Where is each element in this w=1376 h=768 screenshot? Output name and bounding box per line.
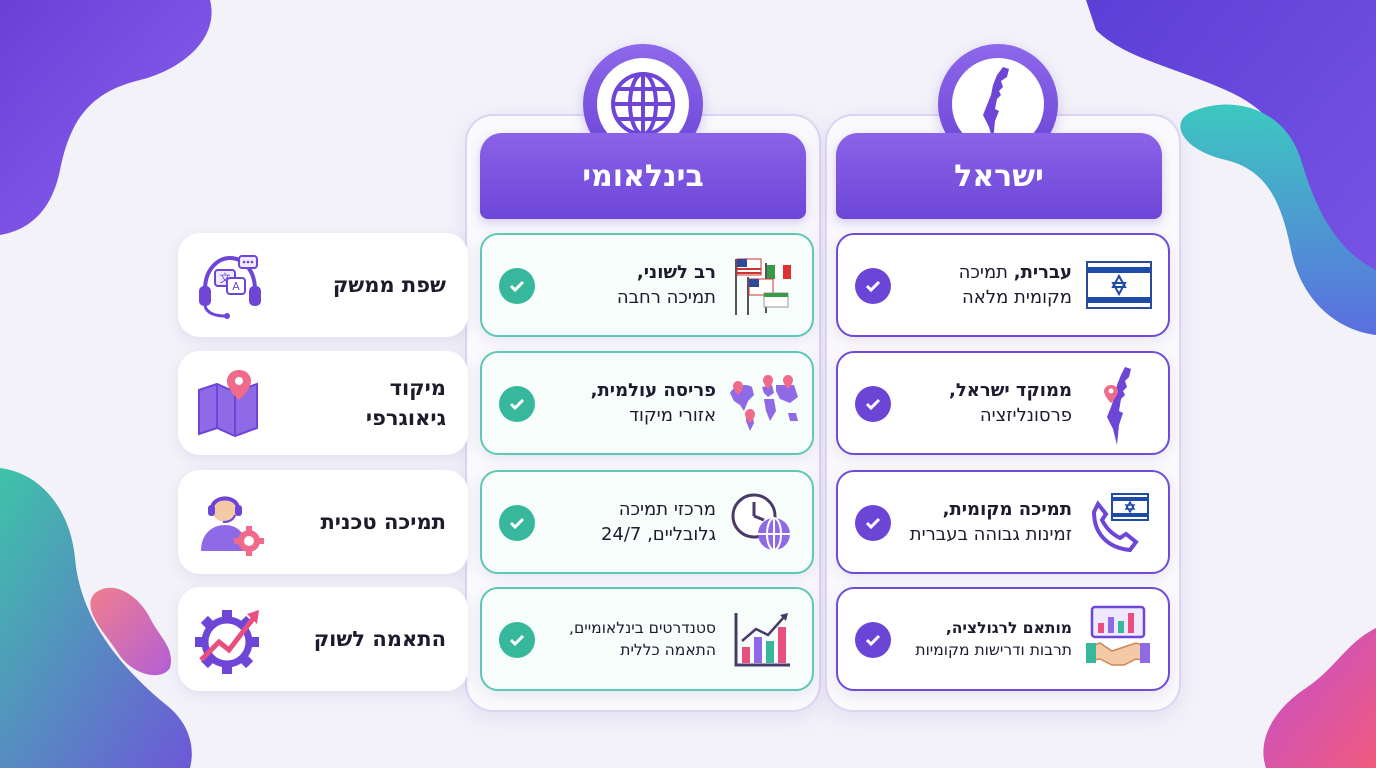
israel-card-hebrew: עברית, תמיכה מקומית מלאה <box>836 233 1170 337</box>
card-title: מותאם לרגולציה, <box>945 619 1072 637</box>
check-icon <box>499 505 535 541</box>
row-label-interface-language: שפת ממשק 文 A <box>178 233 468 337</box>
background-blob-bottom-left <box>0 468 192 768</box>
israel-card-local-support: תמיכה מקומית, זמינות גבוהה בעברית <box>836 470 1170 574</box>
israel-title: ישראל <box>954 158 1044 194</box>
row-label-text: שפת ממשק <box>332 273 446 297</box>
card-title: מרכזי תמיכה <box>618 499 716 520</box>
card-title: ממוקד ישראל, <box>949 380 1072 401</box>
row-label-tech-support: תמיכה טכנית <box>178 470 468 574</box>
israel-map-icon <box>983 67 1009 141</box>
intl-card-standards: סטנדרטים בינלאומיים, התאמה כללית <box>480 587 814 691</box>
check-icon <box>855 622 891 658</box>
row-label-market-fit: התאמה לשוק <box>178 587 468 691</box>
map-pin-icon <box>198 370 258 438</box>
israel-header: ישראל <box>836 133 1162 219</box>
handshake-chart-icon <box>1086 605 1150 666</box>
international-header: בינלאומי <box>480 133 806 219</box>
gear-growth-icon <box>195 610 259 674</box>
row-label-text: התאמה לשוק <box>313 627 446 651</box>
intl-card-global-support: מרכזי תמיכה גלובליים, 24/7 <box>480 470 814 574</box>
clock-globe-icon <box>731 493 790 551</box>
israel-flag-icon <box>1086 261 1152 309</box>
card-title: תמיכה מקומית, <box>942 499 1072 520</box>
row-label-text: תמיכה טכנית <box>320 510 446 534</box>
check-icon <box>855 505 891 541</box>
check-icon <box>855 268 891 304</box>
card-title-rest: תמיכה <box>958 262 1014 283</box>
svg-text:A: A <box>232 280 240 293</box>
card-title: פריסה עולמית, <box>590 380 716 401</box>
israel-card-focus: ממוקד ישראל, פרסונליזציה <box>836 351 1170 455</box>
phone-flag-icon <box>1091 493 1149 553</box>
check-icon <box>499 622 535 658</box>
background-blob-top-left <box>0 0 212 235</box>
check-icon <box>499 386 535 422</box>
card-subtitle: גלובליים, 24/7 <box>600 524 716 545</box>
card-subtitle: מקומית מלאה <box>962 287 1072 308</box>
israel-map-pin-icon <box>1104 367 1131 445</box>
check-icon <box>855 386 891 422</box>
check-icon <box>499 268 535 304</box>
world-map-pins-icon <box>730 375 798 431</box>
background-blob-top-right <box>1086 0 1376 336</box>
row-label-text-line1: מיקוד <box>389 376 446 400</box>
globe-icon <box>611 72 675 136</box>
card-subtitle: תרבות ודרישות מקומיות <box>915 641 1072 659</box>
card-title: עברית, <box>1013 262 1072 283</box>
card-subtitle: פרסונליזציה <box>979 405 1072 426</box>
headset-translate-icon: 文 A <box>199 255 261 319</box>
israel-card-regulation: מותאם לרגולציה, תרבות ודרישות מקומיות <box>836 587 1170 691</box>
row-label-geo-focus: מיקוד גיאוגרפי <box>178 351 468 455</box>
intl-card-multilingual: רב לשוני, תמיכה רחבה <box>480 233 814 337</box>
card-subtitle: זמינות גבוהה בעברית <box>909 524 1072 545</box>
card-title: סטנדרטים בינלאומיים, <box>569 619 716 637</box>
card-subtitle: תמיכה רחבה <box>616 287 716 308</box>
background-blob-bottom-right <box>1263 628 1376 768</box>
flags-icon <box>735 258 791 315</box>
card-subtitle: התאמה כללית <box>620 641 716 659</box>
bar-chart-icon <box>734 613 790 667</box>
support-agent-gear-icon <box>201 496 264 556</box>
row-label-text-line2: גיאוגרפי <box>365 406 446 430</box>
card-subtitle: אזורי מיקוד <box>629 405 716 426</box>
intl-card-global-presence: פריסה עולמית, אזורי מיקוד <box>480 351 814 455</box>
international-title: בינלאומי <box>582 158 704 194</box>
svg-text:文: 文 <box>220 271 231 285</box>
card-title: רב לשוני, <box>636 262 716 283</box>
